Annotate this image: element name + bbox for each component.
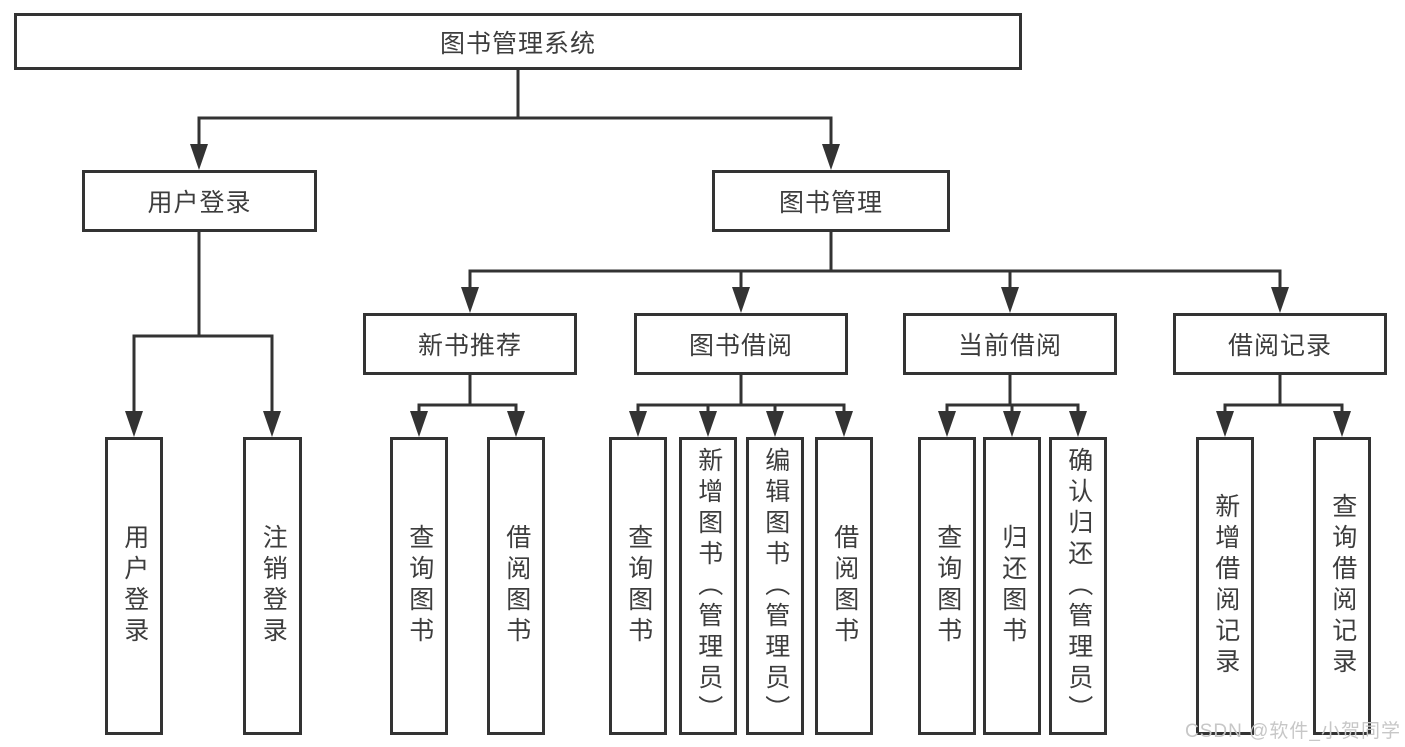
- node-current-borrow: 当前借阅: [903, 313, 1117, 375]
- node-borrow-records: 借阅记录: [1173, 313, 1387, 375]
- leaf-label: 查询图书: [624, 524, 653, 648]
- arrow-down-icon: [125, 411, 143, 437]
- leaf-edit-books-admin: 编辑图书（管理员）: [746, 437, 804, 735]
- arrow-down-icon: [766, 411, 784, 437]
- leaf-query-books-borrow: 查询图书: [609, 437, 667, 735]
- leaf-label: 新增借阅记录: [1211, 493, 1240, 679]
- arrow-down-icon: [1216, 411, 1234, 437]
- leaf-label: 查询借阅记录: [1328, 493, 1357, 679]
- leaf-label: 借阅图书: [830, 524, 859, 648]
- arrow-down-icon: [699, 411, 717, 437]
- arrow-down-icon: [732, 287, 750, 313]
- leaf-borrow-books: 借阅图书: [815, 437, 873, 735]
- arrow-down-icon: [263, 411, 281, 437]
- connector-root-to-level2: [197, 70, 833, 147]
- connector-book-mgmt-to-level3: [468, 232, 1282, 290]
- leaf-query-books-recommend: 查询图书: [390, 437, 448, 735]
- connector-book-borrow-to-leaves: [636, 375, 846, 414]
- leaf-label: 借阅图书: [502, 524, 531, 648]
- leaf-label: 查询图书: [405, 524, 434, 648]
- arrow-down-icon: [1069, 411, 1087, 437]
- arrow-down-icon: [461, 287, 479, 313]
- connector-current-borrow-to-leaves: [945, 375, 1080, 414]
- node-new-book-recommend: 新书推荐: [363, 313, 577, 375]
- arrow-down-icon: [629, 411, 647, 437]
- arrow-down-icon: [1001, 287, 1019, 313]
- node-book-management: 图书管理: [712, 170, 950, 232]
- connector-borrow-records-to-leaves: [1223, 375, 1344, 414]
- node-book-borrow: 图书借阅: [634, 313, 848, 375]
- leaf-label: 注销登录: [259, 524, 288, 648]
- leaf-query-books-current: 查询图书: [918, 437, 976, 735]
- leaf-label: 编辑图书（管理员）: [761, 446, 790, 726]
- leaf-user-login: 用户登录: [105, 437, 163, 735]
- arrow-down-icon: [1271, 287, 1289, 313]
- connector-user-login-to-leaves: [132, 232, 274, 414]
- node-user-login: 用户登录: [82, 170, 317, 232]
- leaf-label: 新增图书（管理员）: [694, 446, 723, 726]
- arrow-down-icon: [1333, 411, 1351, 437]
- leaf-return-books: 归还图书: [983, 437, 1041, 735]
- arrow-down-icon: [938, 411, 956, 437]
- node-root-library-system: 图书管理系统: [14, 13, 1022, 70]
- arrow-down-icon: [822, 144, 840, 170]
- leaf-query-borrow-record: 查询借阅记录: [1313, 437, 1371, 735]
- connector-new-book-rec-to-leaves: [417, 375, 518, 414]
- arrow-down-icon: [1003, 411, 1021, 437]
- leaf-borrow-books-recommend: 借阅图书: [487, 437, 545, 735]
- arrow-down-icon: [835, 411, 853, 437]
- leaf-confirm-return-admin: 确认归还（管理员）: [1049, 437, 1107, 735]
- leaf-add-books-admin: 新增图书（管理员）: [679, 437, 737, 735]
- csdn-watermark: CSDN @软件_小贺同学: [1185, 721, 1401, 742]
- leaf-label: 归还图书: [998, 524, 1027, 648]
- leaf-label: 查询图书: [933, 524, 962, 648]
- leaf-label: 用户登录: [120, 524, 149, 648]
- leaf-label: 确认归还（管理员）: [1064, 446, 1093, 726]
- arrow-down-icon: [190, 144, 208, 170]
- arrow-down-icon: [410, 411, 428, 437]
- leaf-add-borrow-record: 新增借阅记录: [1196, 437, 1254, 735]
- arrow-down-icon: [507, 411, 525, 437]
- leaf-logout: 注销登录: [243, 437, 302, 735]
